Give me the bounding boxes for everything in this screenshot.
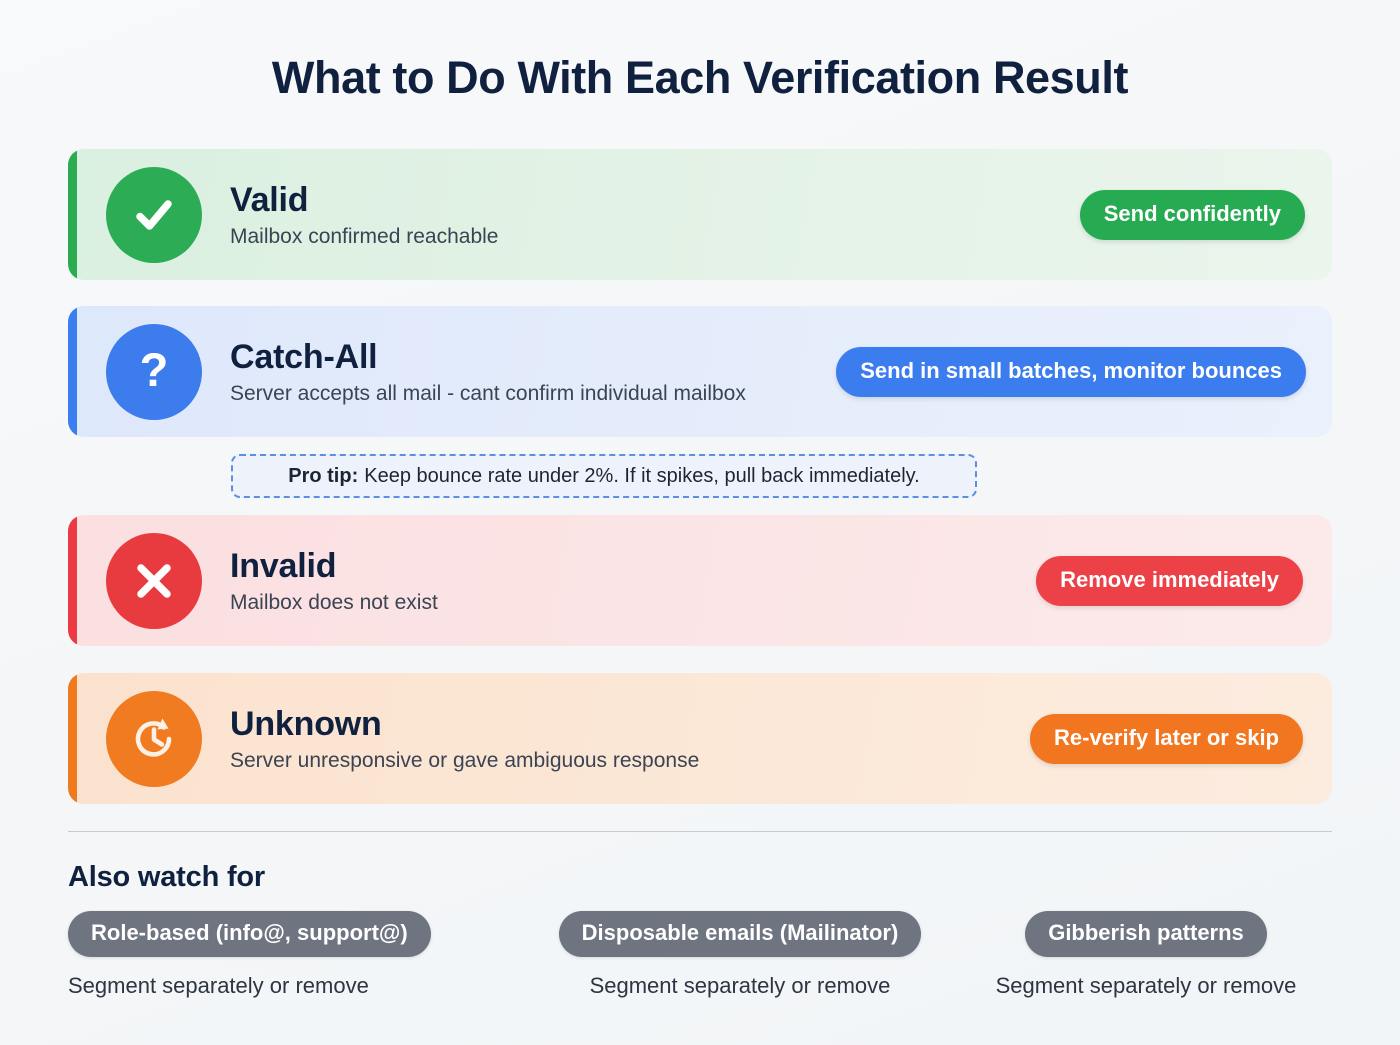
result-text-unknown: Unknown Server unresponsive or gave ambi… (230, 704, 699, 772)
clock-rotate-icon (106, 690, 202, 787)
watch-pill[interactable]: Disposable emails (Mailinator) (558, 911, 922, 957)
section-divider (68, 831, 1332, 832)
accent-bar-catch-all (68, 306, 77, 437)
result-title: Catch-All (230, 337, 378, 376)
watch-for-list: Role-based (info@, support@) Segment sep… (68, 911, 1332, 999)
watch-note: Segment separately or remove (68, 973, 369, 998)
page-title: What to Do With Each Verification Result (271, 52, 1129, 103)
result-card-invalid: Invalid Mailbox does not exist Remove im… (68, 515, 1332, 646)
action-badge-catch-all[interactable]: Send in small batches, monitor bounces (836, 346, 1306, 397)
result-description: Server accepts all mail - cant confirm i… (230, 381, 746, 405)
watch-item-disposable: Disposable emails (Mailinator) Segment s… (520, 911, 960, 999)
watch-item-role-based: Role-based (info@, support@) Segment sep… (68, 911, 520, 999)
x-circle-icon (106, 532, 202, 629)
action-badge-valid[interactable]: Send confidently (1079, 189, 1305, 240)
watch-item-gibberish: Gibberish patterns Segment separately or… (960, 911, 1332, 999)
watch-pill[interactable]: Role-based (info@, support@) (68, 911, 431, 957)
accent-bar-unknown (68, 673, 77, 804)
watch-note: Segment separately or remove (995, 973, 1297, 998)
result-card-unknown: Unknown Server unresponsive or gave ambi… (68, 673, 1332, 804)
watch-pill[interactable]: Gibberish patterns (1025, 911, 1267, 957)
svg-text:?: ? (140, 344, 169, 396)
result-text-catch-all: Catch-All Server accepts all mail - cant… (230, 337, 746, 405)
accent-bar-invalid (68, 515, 77, 646)
watch-note: Segment separately or remove (589, 973, 891, 998)
result-title: Valid (230, 180, 309, 219)
result-text-invalid: Invalid Mailbox does not exist (230, 546, 438, 614)
pro-tip-text: Keep bounce rate under 2%. If it spikes,… (364, 464, 920, 487)
result-card-valid: Valid Mailbox confirmed reachable Send c… (68, 149, 1332, 280)
result-card-catch-all: ? Catch-All Server accepts all mail - ca… (68, 306, 1332, 437)
check-circle-icon (106, 166, 202, 263)
footer-heading: Also watch for (68, 861, 265, 893)
result-text-valid: Valid Mailbox confirmed reachable (230, 180, 498, 248)
action-badge-unknown[interactable]: Re-verify later or skip (1030, 713, 1303, 764)
question-mark-circle-icon: ? (106, 323, 202, 420)
action-badge-invalid[interactable]: Remove immediately (1036, 555, 1303, 606)
accent-bar-valid (68, 149, 77, 280)
result-description: Mailbox confirmed reachable (230, 224, 499, 248)
pro-tip-callout: Pro tip: Keep bounce rate under 2%. If i… (231, 454, 977, 498)
result-title: Unknown (230, 704, 382, 743)
pro-tip-label: Pro tip: (288, 464, 359, 487)
result-title: Invalid (230, 546, 337, 585)
result-description: Server unresponsive or gave ambiguous re… (230, 748, 700, 772)
result-description: Mailbox does not exist (230, 590, 438, 614)
